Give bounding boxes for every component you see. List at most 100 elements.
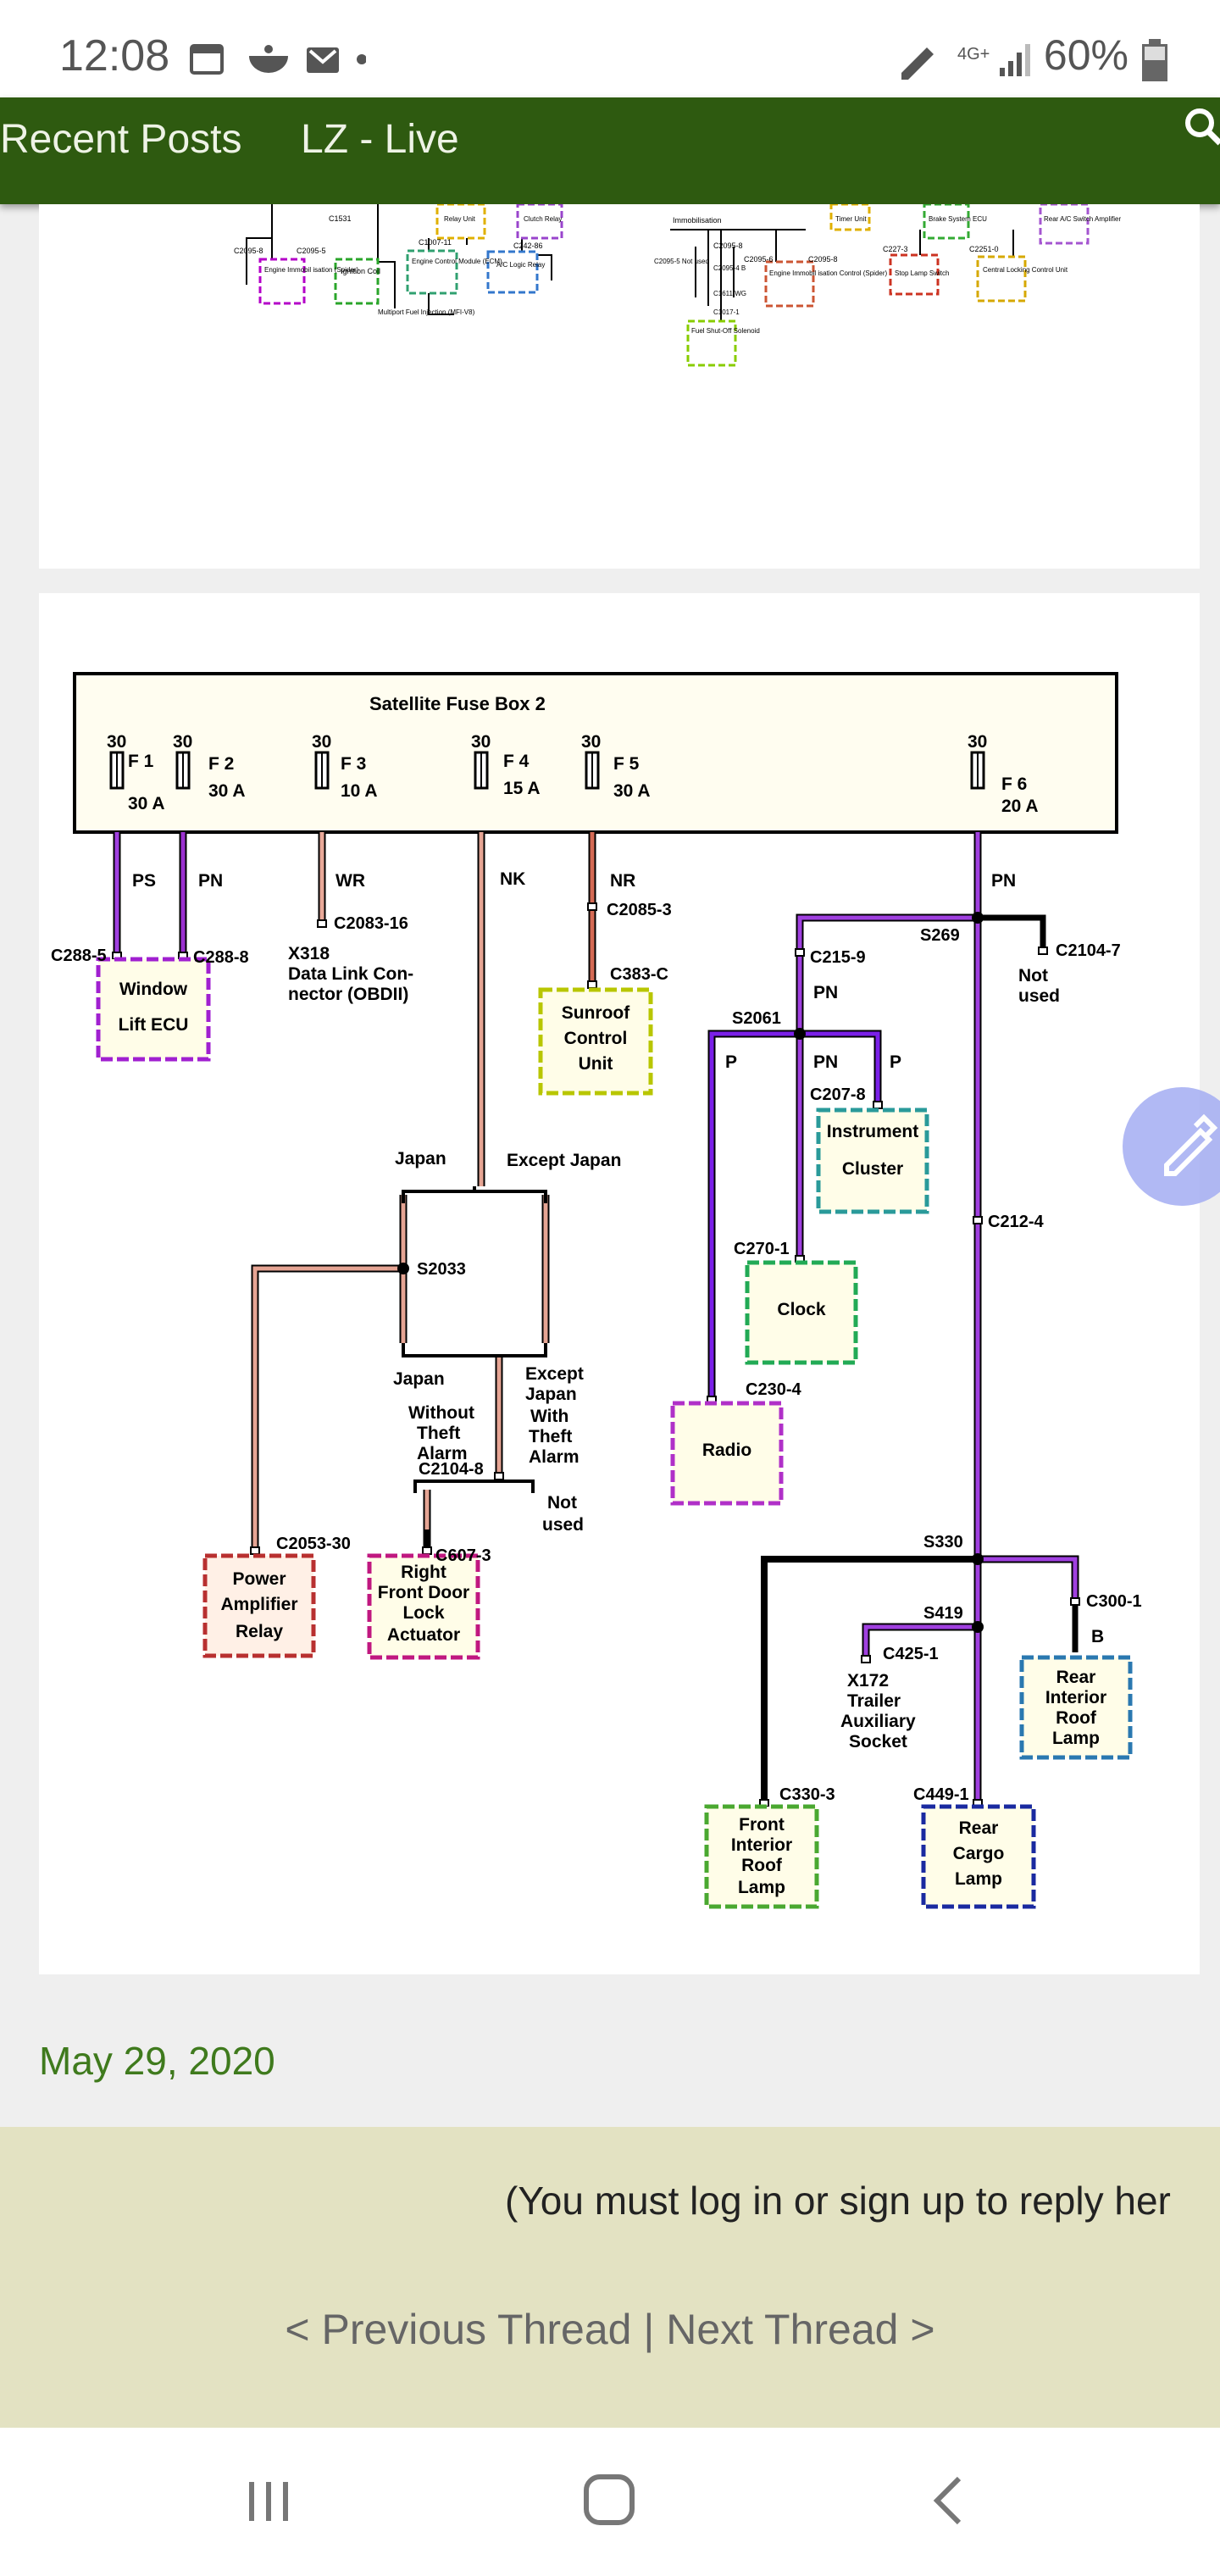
note-not-used-2: Not xyxy=(547,1493,577,1513)
wiring-diagram: Satellite Fuse Box 2 30 F 1 30 A 30 F 2 … xyxy=(51,672,1142,1909)
svg-text:C2095-8: C2095-8 xyxy=(808,255,838,264)
wire-nk: NK xyxy=(500,869,525,889)
nav-recent-posts[interactable]: Recent Posts xyxy=(0,117,242,162)
fuse-f4-rating: 15 A xyxy=(503,779,541,798)
post-image-card-1: C2095-8 C2095-5 C1531 Engine Immobil isa… xyxy=(39,203,1200,569)
wire-p-a: P xyxy=(725,1052,737,1072)
note-x172b: Trailer xyxy=(847,1691,901,1711)
system-navigation-bar xyxy=(0,2428,1220,2576)
note-without-a: Without xyxy=(408,1403,474,1423)
pencil-icon xyxy=(1164,1113,1218,1176)
notification-icons xyxy=(190,44,366,75)
next-thread-link[interactable]: Next Thread > xyxy=(666,2306,935,2353)
rear-interior-roof-lamp-box xyxy=(1019,1655,1133,1760)
sunroof-control-unit-box xyxy=(538,987,653,1096)
svg-text:A/C Logic Relay: A/C Logic Relay xyxy=(496,261,545,269)
svg-text:C2095-8: C2095-8 xyxy=(713,242,743,250)
fuse-f3-name: F 3 xyxy=(341,754,366,774)
note-except-japan-1: Except Japan xyxy=(507,1151,621,1170)
conn-c449-1: C449-1 xyxy=(913,1785,969,1804)
instrument-label-a: Instrument xyxy=(827,1122,919,1141)
rfd-label-c: Lock xyxy=(402,1603,444,1623)
conn-c330-3: C330-3 xyxy=(779,1785,835,1804)
back-icon[interactable] xyxy=(920,2470,979,2531)
rear-cargo-label-c: Lamp xyxy=(955,1869,1002,1889)
search-icon[interactable] xyxy=(1178,104,1220,155)
note-except-japan-2e: Alarm xyxy=(529,1447,580,1467)
home-icon[interactable] xyxy=(580,2470,640,2531)
note-x318: X318 xyxy=(288,944,330,963)
fuse-f3-feed: 30 xyxy=(312,732,331,752)
svg-text:C2095-4 B: C2095-4 B xyxy=(713,264,746,272)
svg-text:Central Locking Control Unit: Central Locking Control Unit xyxy=(983,266,1068,274)
dot-icon xyxy=(357,54,366,64)
nav-lz-live[interactable]: LZ - Live xyxy=(301,117,459,162)
status-time: 12:08 xyxy=(59,31,170,80)
rear-cargo-label-b: Cargo xyxy=(953,1844,1005,1863)
clock-label: Clock xyxy=(777,1300,826,1319)
note-except-japan-2b: Japan xyxy=(525,1385,577,1404)
wiring-diagram-top: C2095-8 C2095-5 C1531 Engine Immobil isa… xyxy=(234,203,1121,367)
note-not-used-1b: used xyxy=(1018,986,1060,1006)
rear-roof-label-c: Roof xyxy=(1056,1708,1097,1728)
reply-panel: (You must log in or sign up to reply her… xyxy=(0,2127,1220,2428)
fuse-f5-feed: 30 xyxy=(581,732,601,752)
conn-c230-4: C230-4 xyxy=(746,1380,801,1399)
note-japan-1: Japan xyxy=(395,1149,446,1169)
note-x172a: X172 xyxy=(847,1671,889,1690)
previous-thread-link[interactable]: < Previous Thread xyxy=(285,2306,632,2353)
instrument-cluster-box xyxy=(816,1108,929,1214)
conn-c270-1: C270-1 xyxy=(734,1240,790,1258)
svg-text:C2095-5: C2095-5 xyxy=(297,247,326,255)
svg-text:C1531: C1531 xyxy=(329,214,352,223)
battery-icon xyxy=(1142,39,1167,81)
svg-text:Brake System ECU: Brake System ECU xyxy=(929,215,987,223)
bowl-icon xyxy=(249,45,288,73)
login-notice[interactable]: (You must log in or sign up to reply her xyxy=(505,2179,1171,2223)
system-icons: 4G+ xyxy=(901,44,1030,80)
svg-text:Relay Unit: Relay Unit xyxy=(444,215,476,223)
mail-icon xyxy=(307,47,339,73)
fuse-f6-rating: 20 A xyxy=(1001,797,1039,816)
fuse-f1-name: F 1 xyxy=(128,752,154,771)
fuse-f1-rating: 30 A xyxy=(128,794,165,813)
note-without-b: Theft xyxy=(417,1424,460,1443)
sunroof-label-c: Unit xyxy=(579,1054,613,1074)
conn-c2085-3: C2085-3 xyxy=(607,901,672,919)
conn-c2104-8: C2104-8 xyxy=(419,1460,484,1479)
rear-cargo-lamp-box xyxy=(921,1804,1036,1909)
edit-fab[interactable] xyxy=(1123,1087,1220,1206)
recent-apps-icon[interactable] xyxy=(239,2472,298,2531)
svg-text:C1017-1: C1017-1 xyxy=(713,308,740,316)
thread-separator: | xyxy=(643,2306,655,2353)
conn-c212-4: C212-4 xyxy=(988,1213,1044,1231)
fuse-f4-feed: 30 xyxy=(471,732,491,752)
wire-pn-a: PN xyxy=(813,983,838,1002)
network-type: 4G+ xyxy=(957,45,990,64)
sunroof-label-a: Sunroof xyxy=(562,1003,630,1023)
svg-text:Engine Control Module (ECM): Engine Control Module (ECM) xyxy=(412,258,502,265)
wire-wr: WR xyxy=(336,871,365,891)
note-except-japan-2d: Theft xyxy=(529,1427,572,1446)
fuse-f2-rating: 30 A xyxy=(208,781,246,801)
rfd-label-d: Actuator xyxy=(387,1625,460,1645)
post-date: May 29, 2020 xyxy=(39,2039,275,2083)
status-bar: 12:08 4G+ 60% xyxy=(0,0,1220,97)
conn-c207-8: C207-8 xyxy=(810,1085,866,1104)
battery-text: 60% xyxy=(1043,31,1128,79)
svg-text:C2095-6: C2095-6 xyxy=(744,255,774,264)
rear-roof-label-a: Rear xyxy=(1056,1668,1096,1687)
wire-nr: NR xyxy=(610,871,635,891)
conn-c607-3: C607-3 xyxy=(435,1546,491,1565)
rfd-label-a: Right xyxy=(401,1563,446,1582)
front-roof-label-c: Roof xyxy=(741,1856,783,1875)
wire-ps: PS xyxy=(132,871,156,891)
svg-text:C2251-0: C2251-0 xyxy=(969,245,999,253)
fuse-f1-feed: 30 xyxy=(107,732,126,752)
conn-c425-1: C425-1 xyxy=(883,1645,939,1663)
clock-box xyxy=(745,1260,858,1365)
fuse-f4-name: F 4 xyxy=(503,752,530,771)
instrument-label-b: Cluster xyxy=(842,1159,903,1179)
note-x172d: Socket xyxy=(849,1732,907,1752)
window-lift-label-a: Window xyxy=(119,980,188,999)
